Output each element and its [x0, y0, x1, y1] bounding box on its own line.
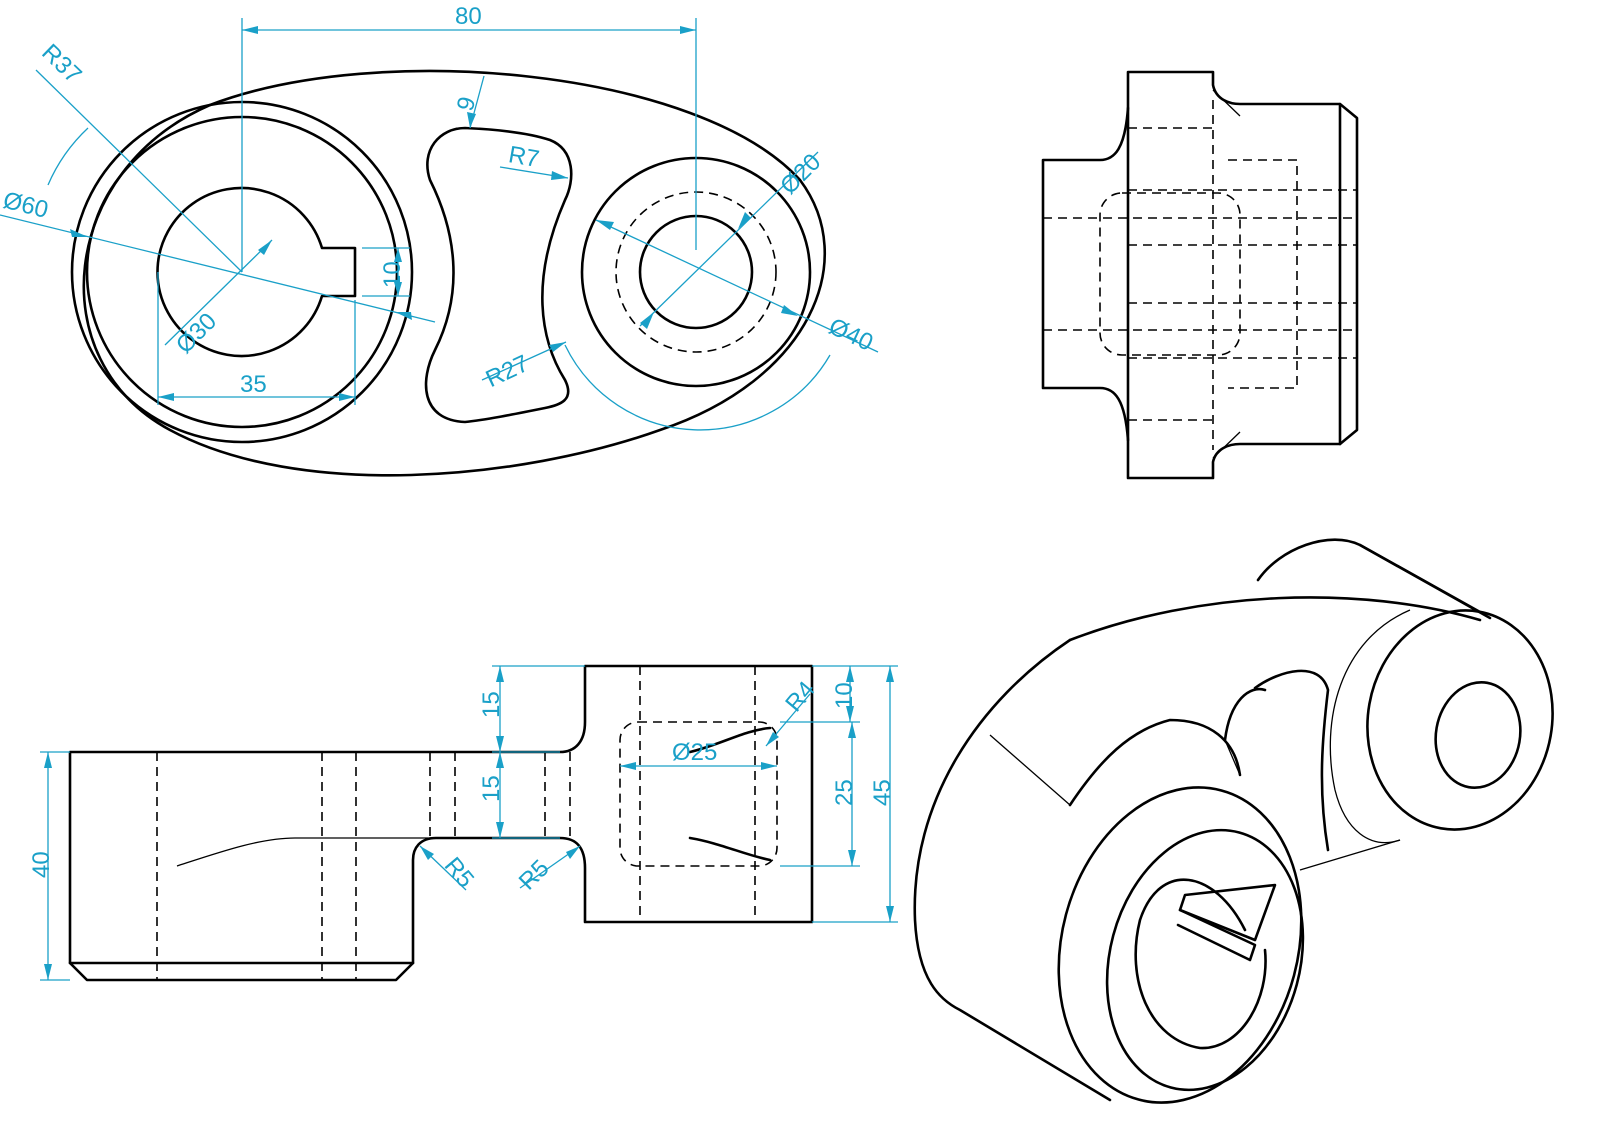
dim-r4: R4 — [780, 676, 820, 717]
dim-r5-left: R5 — [439, 852, 479, 893]
dim-keyway-depth: 35 — [240, 371, 267, 398]
dim-r7: R7 — [506, 141, 541, 173]
dim-boss-top: 10 — [831, 682, 858, 709]
top-view-dimensions: 80 R37 Ø60 Ø30 10 35 9 R7 R27 — [0, 3, 879, 431]
front-view — [68, 664, 814, 982]
kidney-slot — [424, 126, 573, 424]
dim-bore-diameter: Ø25 — [672, 739, 717, 766]
dim-d60: Ø60 — [0, 187, 51, 224]
dim-center-distance: 80 — [455, 3, 482, 30]
dim-boss-h2: 15 — [478, 775, 505, 802]
side-view — [1041, 70, 1359, 480]
dim-r27: R27 — [482, 350, 533, 393]
dim-d20: Ø20 — [775, 149, 826, 200]
dim-slot-offset: 9 — [452, 94, 482, 114]
dim-d40: Ø40 — [825, 313, 878, 357]
front-view-outline — [68, 664, 814, 982]
dim-boss-h1: 15 — [478, 691, 505, 718]
dim-keyway-width: 10 — [379, 261, 406, 288]
dim-r5-right: R5 — [514, 855, 555, 896]
isometric-view — [913, 538, 1554, 1104]
front-view-dimensions: 40 15 15 10 25 45 R4 Ø25 — [28, 665, 898, 981]
top-view-outline — [82, 69, 826, 477]
dim-bore-height: 25 — [831, 779, 858, 806]
dim-r37: R37 — [36, 39, 86, 89]
dim-base-height: 40 — [28, 851, 55, 878]
side-view-outline — [1041, 70, 1359, 480]
dim-total-height: 45 — [869, 779, 896, 806]
top-view — [70, 69, 826, 477]
